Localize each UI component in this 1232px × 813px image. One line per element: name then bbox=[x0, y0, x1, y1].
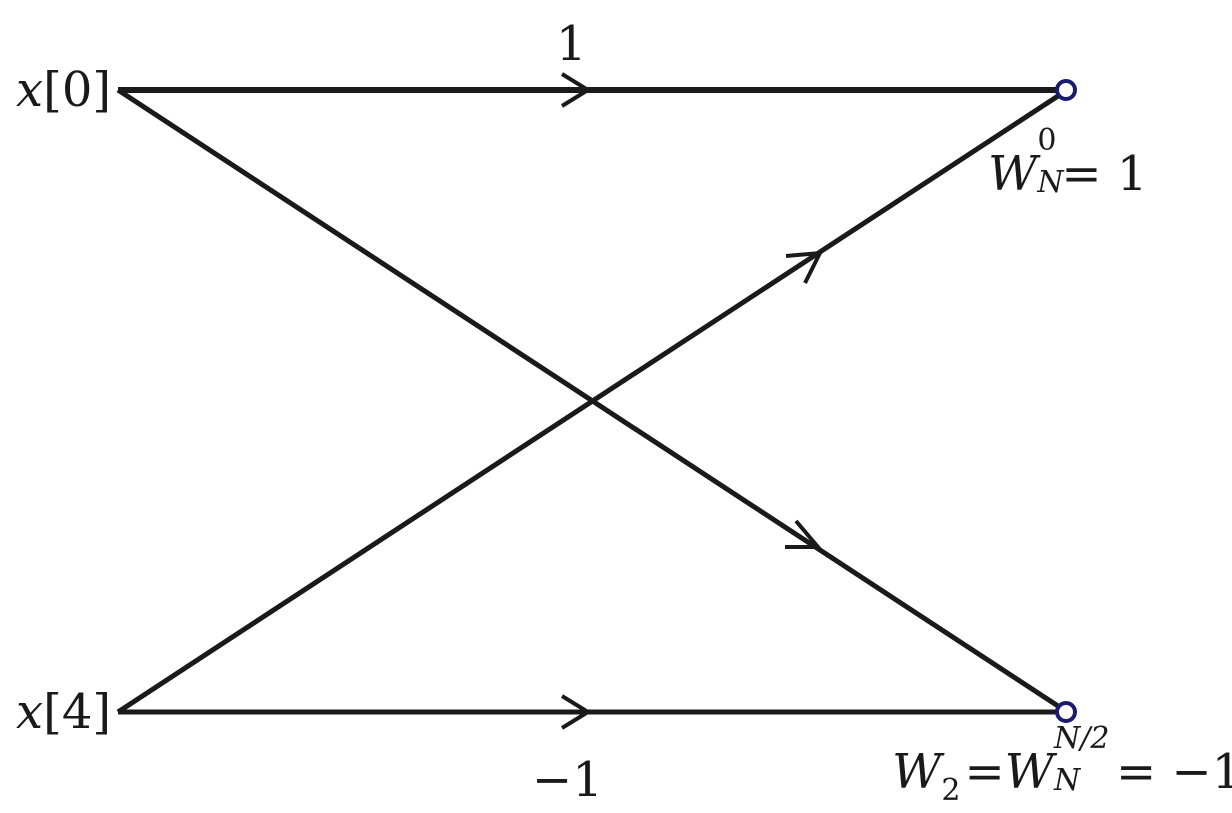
output-node-bottom bbox=[1055, 701, 1077, 723]
twiddle-superscript: N/2 bbox=[1054, 721, 1110, 756]
input-var: x bbox=[16, 62, 44, 118]
branch-cross-up bbox=[116, 93, 1060, 715]
twiddle-value: = 1 bbox=[1061, 146, 1148, 202]
bracket-open: [ bbox=[43, 684, 62, 740]
twiddle-W: W bbox=[1004, 744, 1054, 800]
bracket-open: [ bbox=[43, 62, 62, 118]
arrow-top-horizontal bbox=[560, 72, 592, 108]
bracket-close: ] bbox=[92, 684, 112, 740]
twiddle-superscript: 0 bbox=[1037, 123, 1057, 158]
input-var: x bbox=[16, 684, 44, 740]
equals-sign: = bbox=[964, 744, 1005, 800]
twiddle-W: W bbox=[892, 744, 942, 800]
twiddle-W: W bbox=[988, 146, 1038, 202]
bracket-close: ] bbox=[92, 62, 112, 118]
arrow-cross-down bbox=[785, 519, 823, 549]
input-label-x4: x[4] bbox=[16, 688, 111, 736]
twiddle-subscript: N bbox=[1037, 165, 1064, 200]
gain-label-top: 1 bbox=[556, 16, 587, 72]
arrow-cross-up bbox=[785, 250, 824, 284]
input-index: 0 bbox=[61, 62, 93, 118]
input-label-x0: x[0] bbox=[16, 66, 111, 114]
input-index: 4 bbox=[61, 684, 93, 740]
twiddle-subscript: N bbox=[1054, 763, 1081, 798]
branch-cross-down bbox=[116, 87, 1060, 709]
output-node-top bbox=[1055, 79, 1077, 101]
twiddle-subscript-2: 2 bbox=[941, 773, 961, 808]
twiddle-value: = −1 bbox=[1116, 744, 1232, 800]
arrow-bottom-horizontal bbox=[560, 694, 592, 730]
gain-label-bottom: −1 bbox=[532, 752, 603, 808]
